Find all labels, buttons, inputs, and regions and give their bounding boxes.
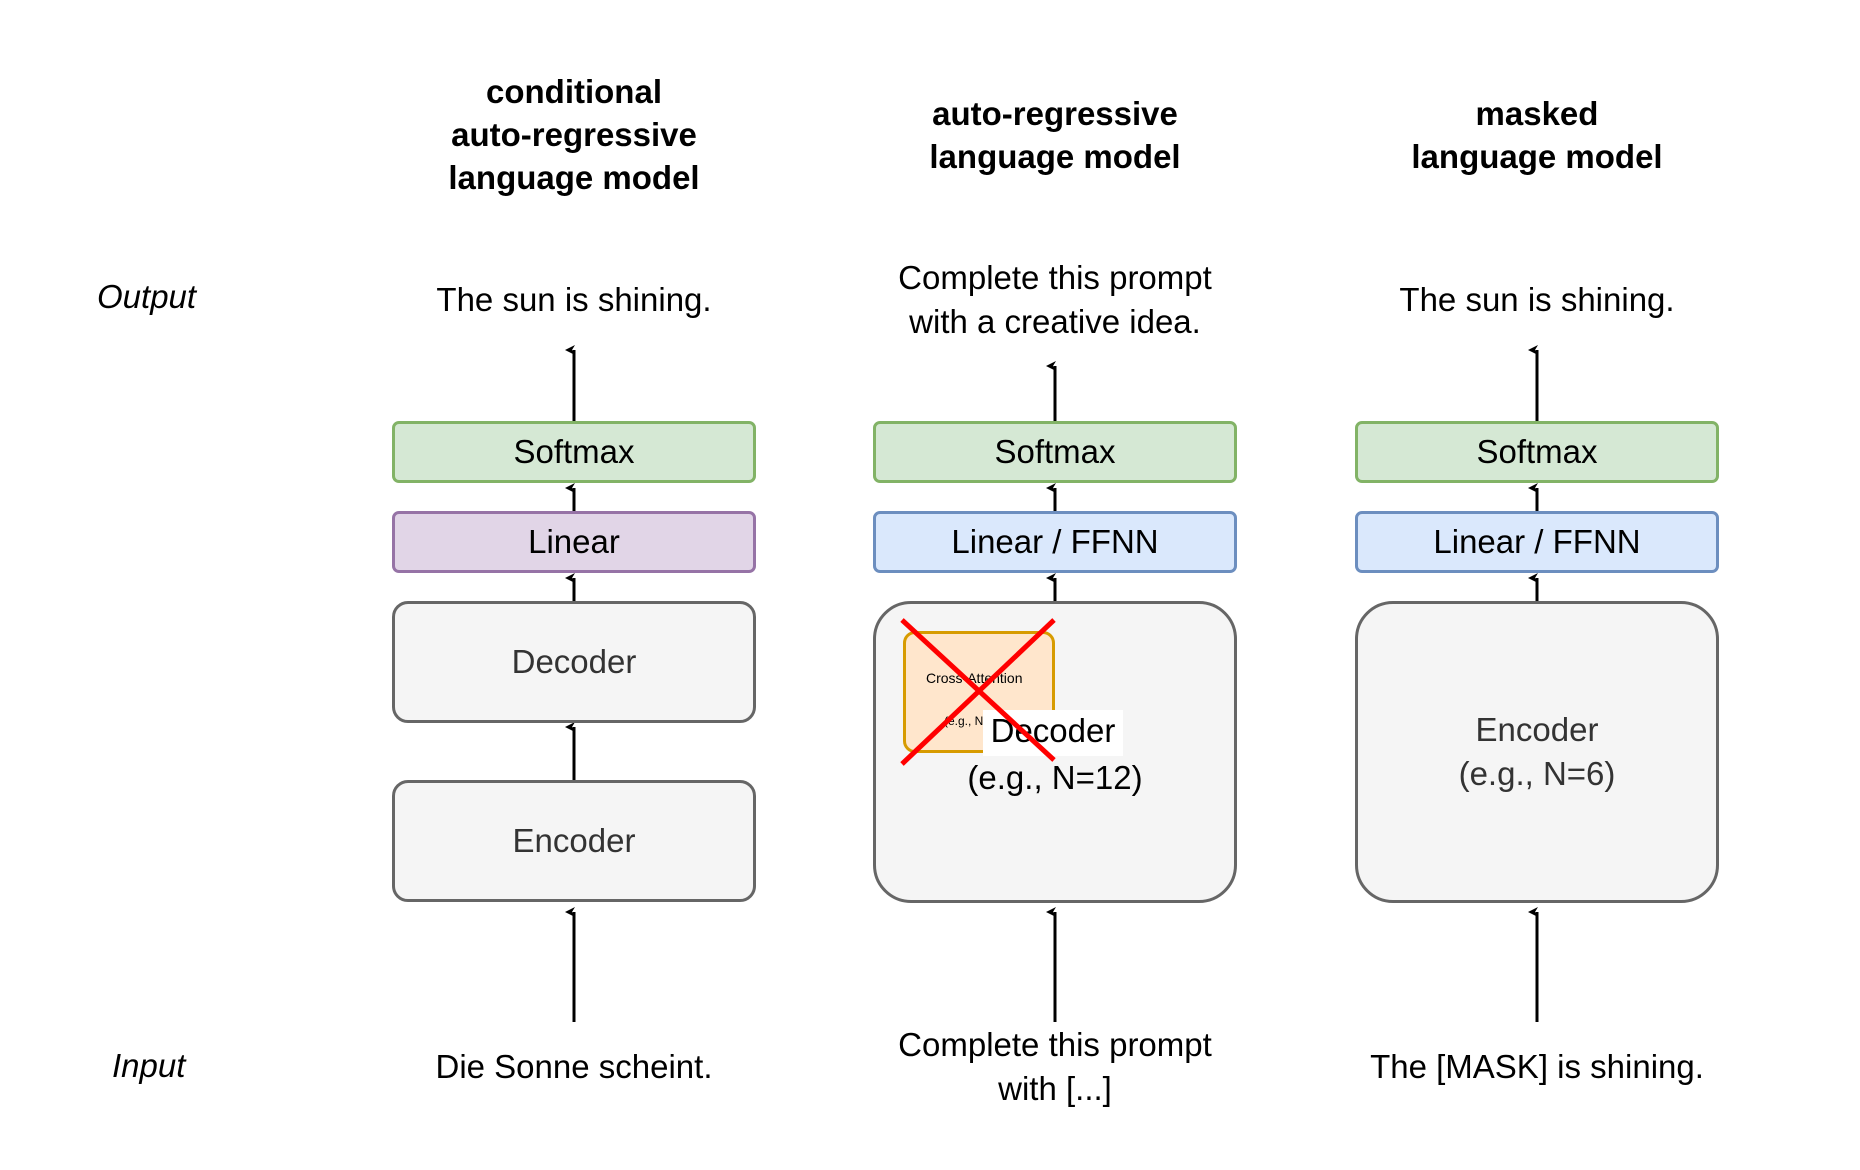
- input-conditional: Die Sonne scheint.: [435, 1048, 713, 1085]
- linear-ffnn-block-masked: Linear / FFNN: [1355, 511, 1719, 573]
- encoder-block-conditional: Encoder: [392, 780, 756, 902]
- output-conditional: The sun is shining.: [436, 281, 712, 318]
- softmax-block-masked: Softmax: [1355, 421, 1719, 483]
- crossed-out-mark-icon: [900, 618, 1056, 766]
- title-conditional: conditional auto-regressive language mod…: [448, 73, 700, 196]
- output-row-label: Output: [97, 278, 197, 315]
- input-row-label: Input: [112, 1047, 186, 1084]
- encoder-block-masked: Encoder (e.g., N=6): [1355, 601, 1719, 903]
- softmax-block-conditional: Softmax: [392, 421, 756, 483]
- title-masked: masked language model: [1411, 95, 1663, 175]
- input-masked: The [MASK] is shining.: [1370, 1048, 1704, 1085]
- output-masked: The sun is shining.: [1399, 281, 1675, 318]
- decoder-block-conditional: Decoder: [392, 601, 756, 723]
- output-autoregressive: Complete this prompt with a creative ide…: [898, 259, 1212, 340]
- linear-ffnn-block-autoregressive: Linear / FFNN: [873, 511, 1237, 573]
- softmax-block-autoregressive: Softmax: [873, 421, 1237, 483]
- linear-block-conditional: Linear: [392, 511, 756, 573]
- input-autoregressive: Complete this prompt with [...]: [898, 1026, 1212, 1107]
- title-autoregressive: auto-regressive language model: [929, 95, 1181, 175]
